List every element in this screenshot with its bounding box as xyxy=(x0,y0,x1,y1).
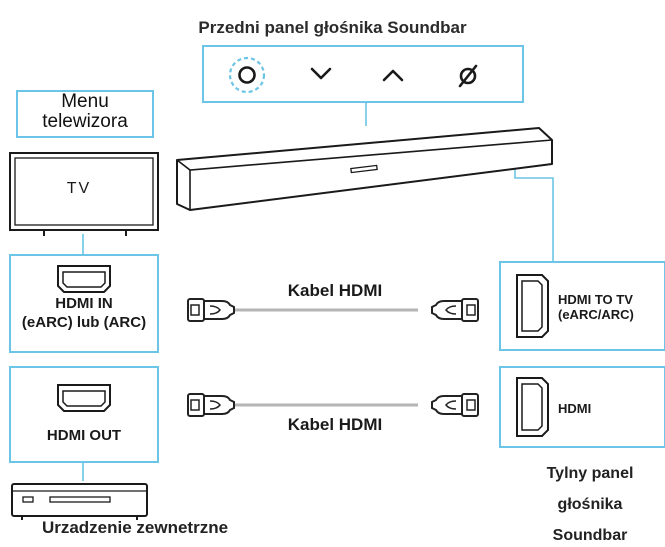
hdmi-cable-top xyxy=(187,298,479,322)
tv-screen-label: TV xyxy=(66,180,92,197)
external-device-icon xyxy=(11,483,148,520)
tv-icon xyxy=(9,152,159,236)
soundbar-icon xyxy=(176,127,553,211)
hdmi-port-icon xyxy=(57,384,111,412)
rear-panel-line3: Soundbar xyxy=(552,527,628,545)
cable-top-label: Kabel HDMI xyxy=(287,281,383,300)
tv-menu-label[interactable]: Menu telewizora xyxy=(17,92,153,132)
hdmi-in-line1: HDMI IN xyxy=(55,295,113,312)
hdmi-port-icon xyxy=(516,377,549,437)
hdmi-out-box xyxy=(9,366,159,463)
tv-menu-line2: telewizora xyxy=(42,110,128,132)
hdmi-plug-icon xyxy=(431,298,479,322)
volume-down-chevron-icon[interactable] xyxy=(310,67,332,80)
hdmi-out-label: HDMI OUT xyxy=(46,427,122,444)
rear-panel-line1: Tylny panel xyxy=(546,465,634,482)
hdmi-in-line2: (eARC) lub (ARC) xyxy=(21,313,147,331)
tv-menu-line1: Menu xyxy=(61,91,109,112)
hdmi-to-tv-line1: HDMI TO TV xyxy=(558,292,633,307)
hdmi-cable-bottom xyxy=(187,393,479,417)
volume-up-chevron-icon[interactable] xyxy=(382,69,404,82)
rear-panel-line2: głośnika xyxy=(557,496,623,514)
hdmi-port-icon xyxy=(57,265,111,293)
hdmi-plug-icon xyxy=(431,393,479,417)
hdmi-rear-label: HDMI xyxy=(558,401,592,416)
rear-panel-label: Tylny panel głośnika Soundbar xyxy=(515,458,665,547)
hdmi-to-tv-line2: (eARC/ARC) xyxy=(558,306,634,322)
external-device-label: Urzadzenie zewnetrzne xyxy=(41,518,229,537)
mute-icon[interactable] xyxy=(458,64,478,88)
hdmi-plug-icon xyxy=(187,298,235,322)
hdmi-port-icon xyxy=(516,274,549,338)
front-panel-title: Przedni panel głośnika Soundbar xyxy=(198,18,467,37)
hdmi-to-tv-label: HDMI TO TV (eARC/ARC) xyxy=(558,292,658,323)
hdmi-in-label: HDMI IN (eARC) lub (ARC) xyxy=(10,295,158,333)
hdmi-plug-icon xyxy=(187,393,235,417)
power-source-icon[interactable] xyxy=(228,56,266,94)
tv-menu-box xyxy=(16,90,154,138)
cable-bottom-label: Kabel HDMI xyxy=(287,415,383,434)
